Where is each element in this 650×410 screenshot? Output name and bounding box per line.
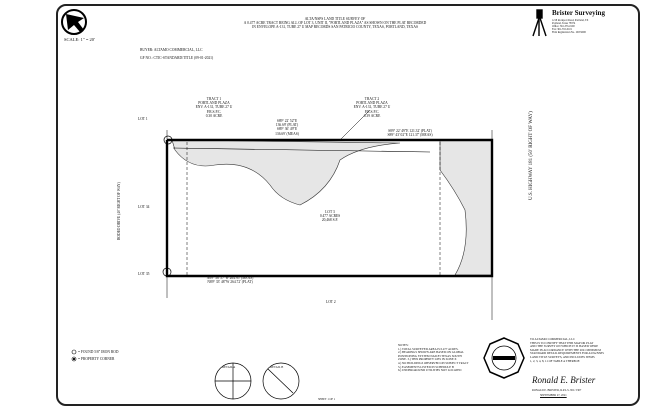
detail-circles bbox=[214, 362, 300, 400]
firm-name: Brister Surveying bbox=[552, 9, 605, 17]
tract-line: TRACT 1 bbox=[206, 97, 222, 101]
firm-details: 1218 Rockport Road, Portland, TX Portlan… bbox=[552, 19, 588, 34]
title-line-1: ALTA/NSPS LAND TITLE SURVEY OF bbox=[304, 17, 366, 21]
lot-line: 0.477 ACRES bbox=[319, 214, 341, 219]
cert-title: TO ALTAMO COMMERCIAL, LLC bbox=[530, 337, 576, 341]
lot-2-label: LOT 2 bbox=[326, 300, 336, 304]
cert-line: STANDARD DETAIL REQUIREMENTS FOR ALTA/NS… bbox=[530, 351, 604, 356]
note: 4.) NO BUILDINGS OBSERVED ON SUBJECT TRA… bbox=[398, 360, 469, 365]
note: 2.) BEARINGS SHOWN ARE BASED ON GLOBAL bbox=[398, 350, 464, 355]
tract-line: PORTLAND PLAZA bbox=[198, 101, 230, 106]
left-street-label: RODEO DRIVE (40' RIGHT OF WAY) bbox=[117, 182, 121, 240]
legend-symbols bbox=[71, 349, 77, 362]
bearing: N89° 33' 48"W 264.72' (PLAT) bbox=[207, 280, 253, 285]
bearing-bottom: N89° 36' 57"W 264.95' (MEAS)N89° 33' 48"… bbox=[207, 276, 254, 284]
firm-line: 1218 Rockport Road, Portland, TX bbox=[552, 19, 589, 22]
lot-line: LOT 3 bbox=[325, 210, 335, 214]
note: 5.) EASEMENTS LISTED IN SCHEDULE B bbox=[398, 364, 454, 369]
bearing: S89° 36' 49"E bbox=[276, 127, 298, 132]
bearing: S89° 22' 52"E bbox=[276, 119, 298, 123]
lot-1-label: LOT 1 bbox=[138, 117, 148, 121]
hatched-areas bbox=[171, 139, 493, 276]
bearing: 136.69' (MEAS) bbox=[275, 131, 299, 136]
bearing: S89° 22' 49"E 121.32' (PLAT) bbox=[388, 129, 432, 133]
road-row: (50' RIGHT OF WAY) bbox=[529, 111, 534, 157]
cert-line: THIS IS TO CERTIFY THAT THIS MAP OR PLAT bbox=[530, 340, 594, 345]
lot-line: 20,468 S.F. bbox=[321, 218, 339, 223]
signature: Ronald E. Brister bbox=[532, 375, 596, 385]
note: POSITIONING SYSTEM NAD 83 TEXAS SOUTH bbox=[398, 353, 462, 358]
cert-line: AND THE SURVEY ON WHICH IT IS BASED WERE bbox=[530, 344, 599, 349]
scale-label: SCALE: 1" = 20' bbox=[64, 37, 95, 42]
bearing-top-right: S89° 22' 49"E 121.32' (PLAT)S89° 43' 02"… bbox=[387, 129, 432, 137]
tract-line: 0.30 ACRE bbox=[205, 113, 223, 118]
firm-line: Office: 361-555-0100 bbox=[552, 25, 575, 28]
sheet-number: SHEET 1 OF 1 bbox=[318, 398, 336, 401]
survey-sheet bbox=[56, 4, 640, 406]
legend-corner: = PROPERTY CORNER bbox=[78, 357, 115, 361]
cert-line: LAND TITLE SURVEYS, AND INCLUDES ITEMS bbox=[530, 354, 595, 359]
certification-block: TO ALTAMO COMMERCIAL, LLC THIS IS TO CER… bbox=[530, 337, 604, 363]
bearing: S89° 43' 02"E 121.37' (MEAS) bbox=[387, 133, 433, 138]
tripod-icon bbox=[532, 9, 547, 37]
tract-line: TRACT 2 bbox=[364, 97, 380, 101]
title-line-2: A 0.477 ACRE TRACT BEING ALL OF LOT 3, U… bbox=[243, 21, 427, 25]
tract-line: PORTLAND PLAZA bbox=[356, 101, 388, 106]
buyer-label: BUYER: ALTAMO COMMERCIAL, LLC bbox=[140, 48, 203, 52]
lot-boundary bbox=[162, 109, 494, 320]
tract-line: P.R.S.P.C. bbox=[364, 109, 380, 114]
title-line-3: IN ENVELOPE A-131, TUBE 27 U MAP RECORDS… bbox=[252, 25, 418, 29]
tract-line: ENV. A-131, TUBE 27 U bbox=[353, 105, 391, 110]
note: ZONE. 3.) THIS PROPERTY LIES IN ZONE X bbox=[398, 357, 457, 362]
firm-line: Firm Registration No. 10074000 bbox=[552, 31, 586, 34]
road-name: U.S. HIGHWAY 181 bbox=[529, 157, 534, 200]
cert-line: MADE IN ACCORDANCE WITH THE 2021 MINIMUM bbox=[530, 347, 601, 352]
cert-line: 1, 2, 3, 4, 8, 11 OF TABLE A THEREOF. bbox=[530, 358, 580, 363]
notes-block: NOTES: 1.) TOTAL SURVEYED AREA IS 0.477 … bbox=[398, 343, 469, 373]
lot-35-label: LOT 35 bbox=[138, 272, 150, 276]
highway-label: U.S. HIGHWAY 181 (50' RIGHT OF WAY) bbox=[529, 111, 534, 200]
detail-b-label: DETAIL B bbox=[270, 365, 284, 369]
tract-line: 0.39 ACRE bbox=[363, 113, 381, 118]
note: 6.) UNDERGROUND UTILITIES NOT LOCATED bbox=[398, 368, 462, 373]
surveyor-name: RONALD E. BRISTER, R.P.L.S. NO. 5307 bbox=[532, 389, 582, 392]
legend-iron-rod: = FOUND 5/8" IRON ROD bbox=[78, 350, 119, 354]
notes-title: NOTES: bbox=[398, 343, 409, 347]
gf-label: GF NO.: CTIC-STANDARD/TITLE (09-01-2021) bbox=[140, 56, 214, 60]
lot-34-label: LOT 34 bbox=[138, 205, 150, 209]
tract-line: ENV. A-131, TUBE 27 U bbox=[195, 105, 233, 110]
tract-line: P.R.S.P.C. bbox=[206, 109, 222, 114]
survey-date: SEPTEMBER 27, 2021 bbox=[540, 394, 567, 397]
bearing: N89° 36' 57"W 264.95' (MEAS) bbox=[206, 276, 254, 280]
firm-line: Fax: 361-555-0101 bbox=[552, 28, 572, 31]
note: 1.) TOTAL SURVEYED AREA IS 0.477 ACRES. bbox=[398, 346, 459, 351]
seal-icon bbox=[483, 337, 525, 379]
bearing: 136.69' (PLAT) bbox=[275, 123, 299, 128]
firm-line: Portland, Texas 78374 bbox=[552, 22, 576, 25]
north-arrow-icon bbox=[61, 9, 87, 35]
detail-a-label: DETAIL A bbox=[222, 365, 236, 369]
